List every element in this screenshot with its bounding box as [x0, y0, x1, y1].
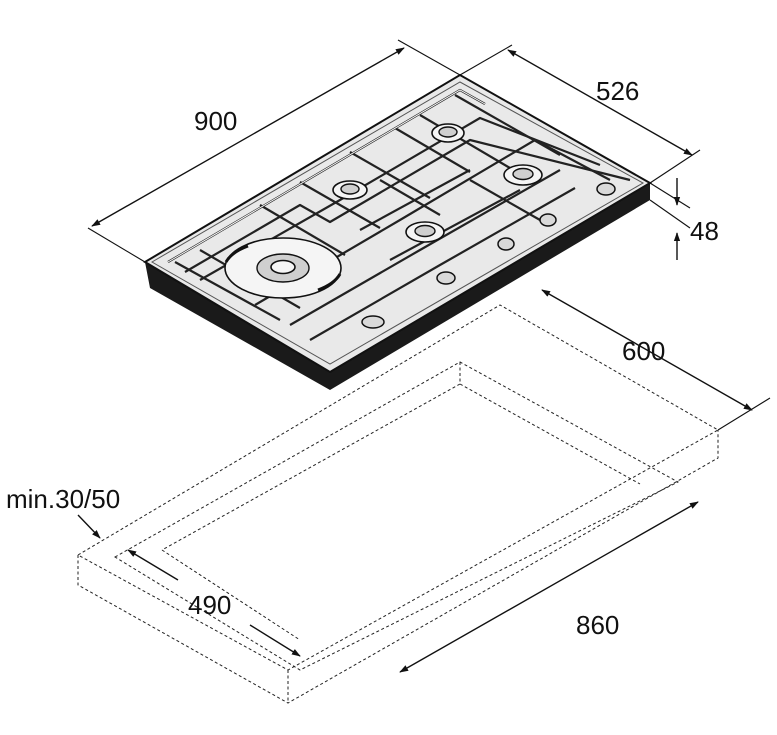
label-cutout-width: 860	[576, 610, 619, 640]
control-knobs	[361, 182, 616, 329]
label-cutout-clearance: 600	[622, 336, 665, 366]
dimension-hob-width	[87, 39, 461, 263]
dimension-cutout-depth	[127, 549, 301, 657]
label-worktop-thickness: min.30/50	[6, 484, 120, 514]
burner-front-medium	[405, 221, 445, 243]
dimension-cutout-clearance	[541, 289, 771, 431]
burner-middle-small	[332, 180, 368, 200]
burner-right-medium	[503, 164, 543, 186]
label-hob-height: 48	[690, 216, 719, 246]
label-hob-width: 900	[194, 106, 237, 136]
dimension-worktop-thickness	[77, 514, 101, 539]
label-cutout-depth: 490	[188, 590, 231, 620]
burner-large-left	[224, 237, 342, 299]
dimension-cutout-width	[399, 501, 699, 673]
dimension-hob-height	[649, 178, 691, 260]
burner-rear-small	[431, 123, 465, 143]
label-hob-depth: 526	[596, 76, 639, 106]
worktop-cutout	[76, 304, 720, 704]
dimension-hob-depth	[459, 44, 701, 184]
